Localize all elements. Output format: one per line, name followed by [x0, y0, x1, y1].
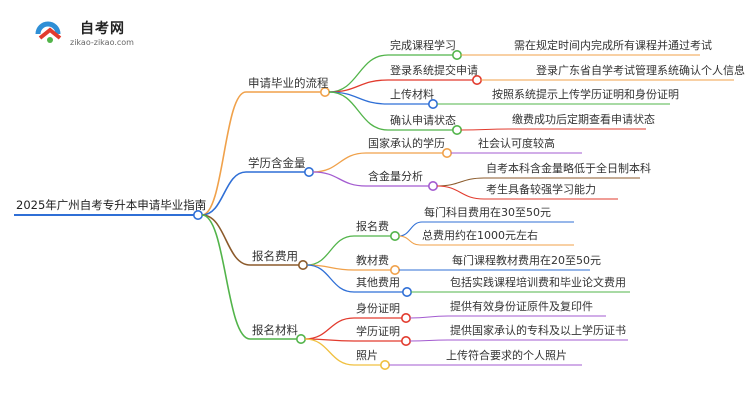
logo-url: zikao-zikao.com: [70, 38, 134, 47]
sub-connector-2-1: [312, 152, 367, 173]
leaf-label-3-3-1: 包括实践课程培训费和毕业论文费用: [450, 276, 626, 289]
leaf-label-1-3-1: 按照系统提示上传学历证明和身份证明: [492, 88, 679, 101]
leaf-label-3-1-2: 总费用约在1000元左右: [422, 229, 538, 242]
root-toggle-dot[interactable]: [193, 210, 204, 221]
leaf-label-2-2-2: 考生具备较强学习能力: [486, 183, 596, 196]
branch-toggle-dot-4[interactable]: [295, 333, 306, 344]
leaf-connector-2-2-2: [436, 185, 485, 200]
sub-label-4-3: 照片: [356, 349, 378, 362]
leaf-label-1-4-1: 缴费成功后定期查看申请状态: [512, 113, 655, 126]
sub-toggle-dot-3-3[interactable]: [401, 286, 412, 297]
leaf-label-2-1-1: 社会认可度较高: [478, 137, 555, 150]
branch-connector-2: [201, 171, 247, 216]
branch-connector-3: [201, 214, 251, 266]
sub-connector-4-3: [304, 338, 355, 366]
leaf-connector-1-4-1: [460, 128, 511, 131]
sub-toggle-dot-4-2[interactable]: [400, 335, 411, 346]
logo-brand: 自考网: [80, 21, 125, 37]
leaf-label-1-1-1: 需在规定时间内完成所有课程并通过考试: [514, 39, 712, 52]
leaf-label-4-1-1: 提供有效身份证原件及复印件: [450, 300, 593, 313]
sub-label-3-2: 教材费: [356, 254, 389, 267]
branch-toggle-dot-3[interactable]: [297, 259, 308, 270]
logo-mark-icon: [35, 21, 62, 43]
leaf-connector-3-1-2: [398, 235, 421, 246]
sub-toggle-dot-4-3[interactable]: [379, 359, 390, 370]
sub-connector-2-2: [312, 171, 367, 187]
sub-connector-1-1: [328, 54, 389, 93]
sub-label-3-3: 其他费用: [356, 276, 400, 289]
sub-toggle-dot-3-2[interactable]: [389, 264, 400, 275]
sub-label-2-2: 含金量分析: [368, 170, 423, 183]
leaf-label-1-2-1: 登录广东省自学考试管理系统确认个人信息: [536, 64, 745, 77]
leaf-label-4-2-1: 提供国家承认的专科及以上学历证书: [450, 324, 626, 337]
leaf-connector-4-2-1: [409, 339, 449, 342]
branch-label-1: 申请毕业的流程: [248, 76, 329, 90]
branch-label-2: 学历含金量: [248, 156, 306, 170]
sub-label-2-1: 国家承认的学历: [368, 137, 445, 150]
sub-toggle-dot-2-2[interactable]: [427, 181, 438, 192]
sub-connector-4-1: [304, 317, 355, 340]
leaf-connector-2-2-1: [436, 177, 485, 187]
sub-label-3-1: 报名费: [356, 220, 389, 233]
sub-label-4-2: 学历证明: [356, 325, 400, 338]
leaf-label-4-3-1: 上传符合要求的个人照片: [446, 349, 567, 362]
sub-connector-1-4: [328, 91, 389, 131]
leaf-label-2-2-1: 自考本科含金量略低于全日制本科: [486, 162, 651, 175]
sub-toggle-dot-3-1[interactable]: [389, 231, 400, 242]
leaf-label-3-1-1: 每门科目费用在30至50元: [424, 206, 551, 219]
sub-label-1-2: 登录系统提交申请: [390, 64, 478, 77]
branch-toggle-dot-2[interactable]: [303, 167, 314, 178]
sub-connector-3-3: [306, 264, 355, 293]
leaf-connector-3-1-1: [398, 221, 423, 237]
sub-label-1-3: 上传材料: [390, 88, 434, 101]
branch-label-4: 报名材料: [252, 323, 298, 337]
branch-label-3: 报名费用: [252, 249, 298, 263]
sub-connector-3-1: [306, 235, 355, 266]
sub-label-4-1: 身份证明: [356, 302, 400, 315]
sub-label-1-4: 确认申请状态: [390, 114, 456, 127]
sub-toggle-dot-4-1[interactable]: [400, 312, 411, 323]
leaf-label-3-2-1: 每门课程教材费用在20至50元: [452, 254, 601, 267]
branch-connector-1: [201, 91, 247, 216]
branch-connector-4: [201, 214, 251, 340]
leaf-connector-4-1-1: [409, 315, 449, 319]
site-logo[interactable]: 自考网 zikao-zikao.com: [34, 18, 144, 50]
sub-label-1-1: 完成课程学习: [390, 39, 456, 52]
root-node-label: 2025年广州自考专升本申请毕业指南: [16, 198, 207, 212]
